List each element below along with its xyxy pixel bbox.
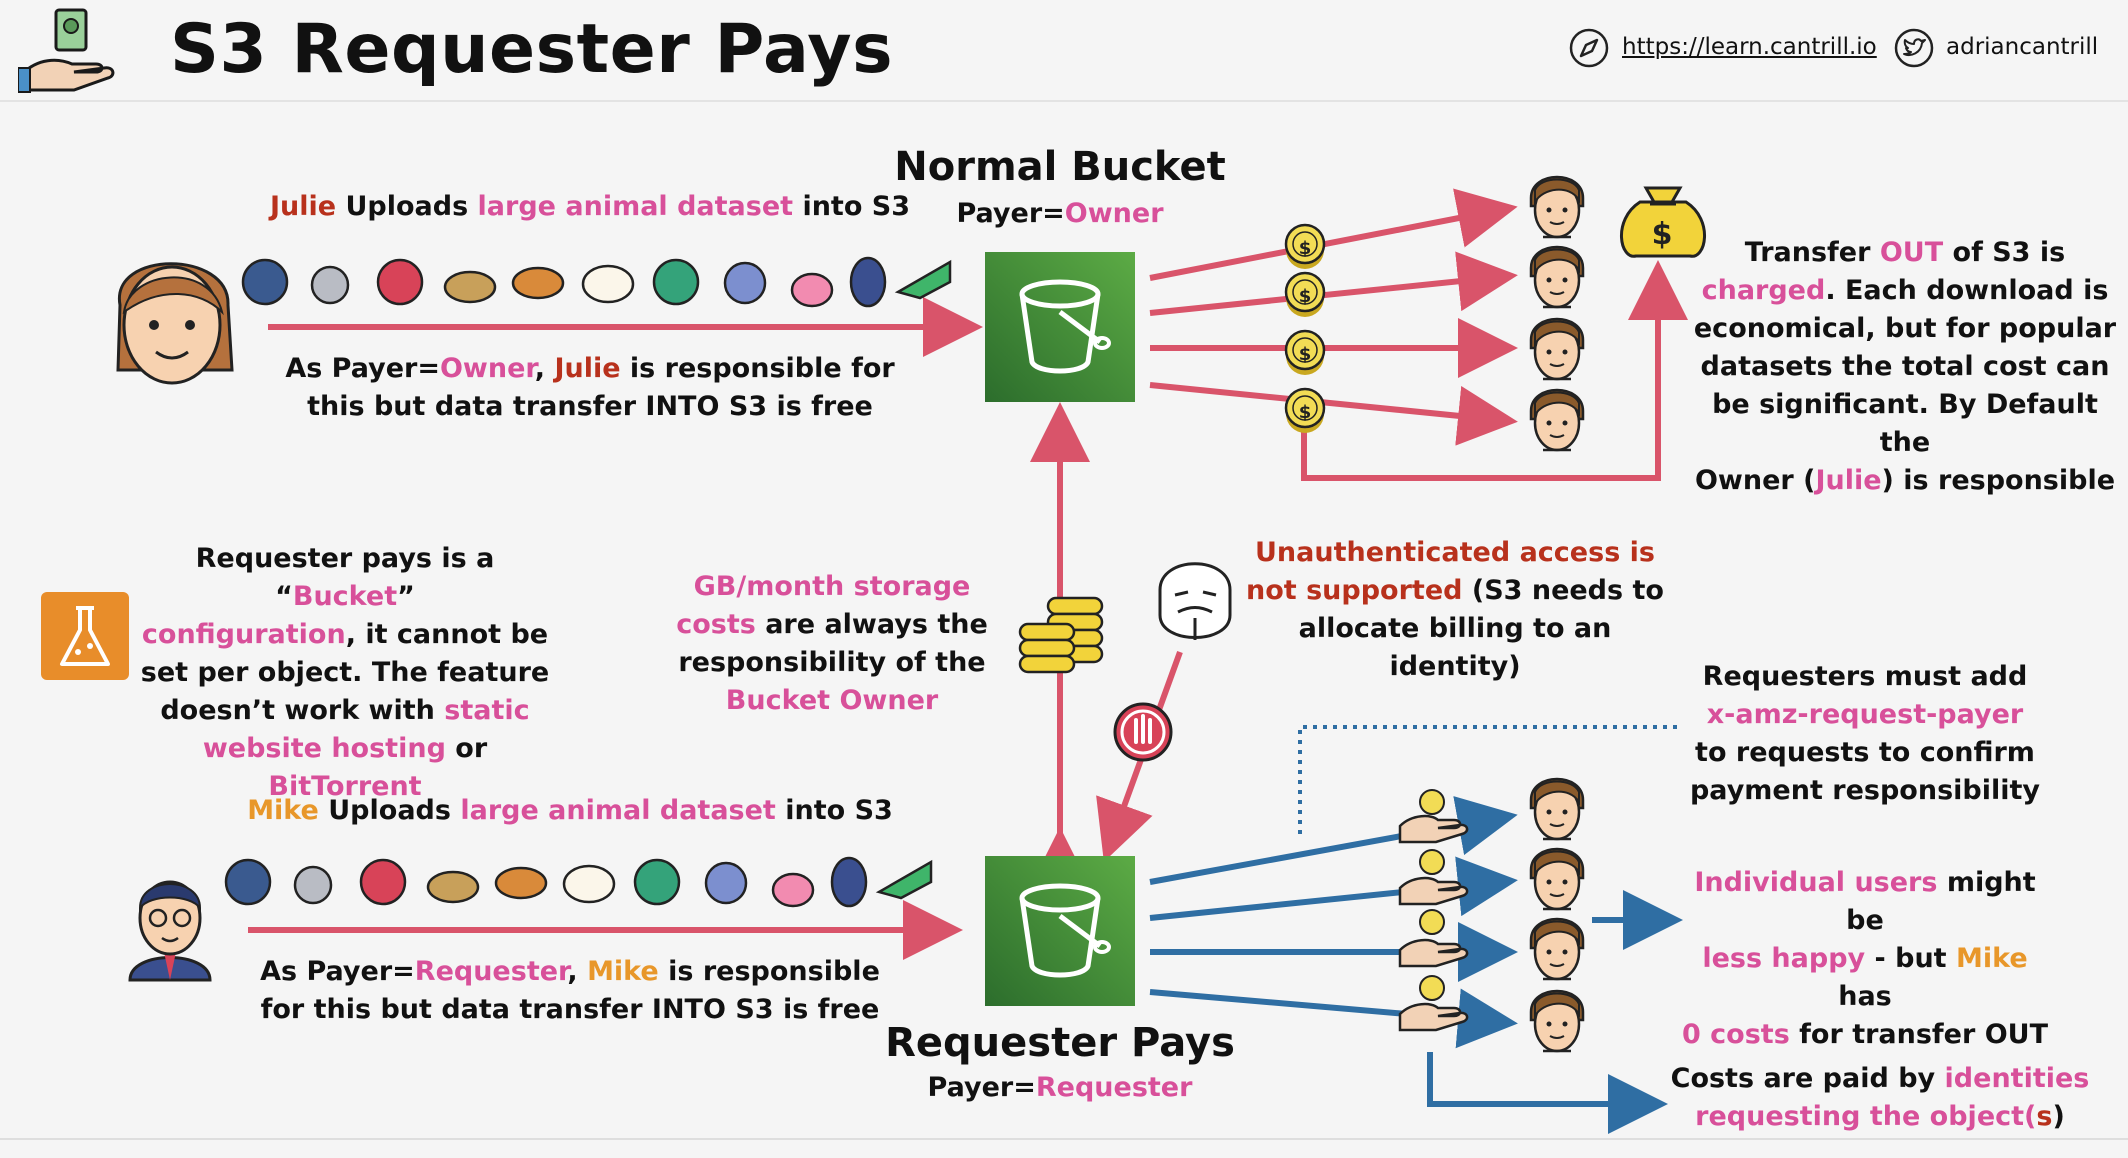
coin-stack-icon (1018, 596, 1104, 674)
compass-icon (1569, 28, 1609, 68)
animal-dataset-row (224, 856, 933, 908)
svg-text:$: $ (1652, 217, 1673, 252)
requester-person-icon (1529, 847, 1585, 911)
twitter-icon (1894, 28, 1934, 68)
requester-person-icon (1529, 777, 1585, 841)
downloader-person-icon (1529, 317, 1585, 381)
downloader-person-icon (1529, 388, 1585, 452)
normal-bucket-payer: Payer=Owner (956, 198, 1164, 229)
julie-avatar-icon (116, 262, 234, 385)
paying-hand-icon (1398, 814, 1469, 844)
coin-symbol: $ (1299, 238, 1312, 259)
costs-bracket-arrow (1427, 1052, 1668, 1134)
paying-hand-icon (1398, 876, 1469, 906)
twitter-handle[interactable]: adriancantrill (1946, 34, 2099, 60)
normal-bucket-title: Normal Bucket (894, 144, 1226, 190)
requester-person-icon (1529, 989, 1585, 1053)
bottom-rule (0, 1138, 2128, 1140)
unauth-note: Unauthenticated access is not supported … (1246, 537, 1664, 682)
transfer-out-note: Transfer OUT of S3 is charged. Each down… (1693, 237, 2117, 496)
download-arrow-4 (1149, 382, 1518, 446)
stop-hand-icon (1113, 702, 1173, 762)
page-title: S3 Requester Pays (170, 10, 894, 89)
paying-hand-icon (1398, 1002, 1469, 1032)
requester-bucket-icon (985, 856, 1135, 1006)
julie-upload-text: Julie Uploads large animal dataset into … (269, 191, 911, 222)
request-header-note: Requesters must add x-amz-request-payer … (1689, 661, 2040, 806)
coin-symbol: $ (1299, 344, 1312, 365)
money-bag-icon: $ (1620, 186, 1706, 258)
julie-responsibility-text: As Payer=Owner, Julie is responsible for… (285, 353, 895, 422)
requester-bucket-payer: Payer=Requester (927, 1072, 1193, 1103)
downloader-person-icon (1529, 175, 1585, 239)
money-hand-icon (18, 8, 115, 93)
anonymous-mask-icon (1158, 562, 1232, 640)
website-link[interactable]: https://learn.cantrill.io (1622, 34, 1877, 60)
mike-avatar-icon (128, 880, 212, 982)
downloader-person-icon (1529, 245, 1585, 309)
normal-bucket-icon (985, 252, 1135, 402)
paying-hand-icon (1398, 938, 1469, 968)
bucket-config-note: Requester pays is a “Bucket” configurati… (140, 543, 550, 802)
flask-config-icon (41, 592, 129, 680)
mike-responsibility-text: As Payer=Requester, Mike is responsible … (260, 956, 880, 1025)
requester-person-icon (1529, 917, 1585, 981)
requester-bucket-title: Requester Pays (885, 1020, 1235, 1066)
costs-paid-note: Costs are paid by identities requesting … (1670, 1063, 2090, 1132)
mike-upload-text: Mike Uploads large animal dataset into S… (247, 795, 893, 826)
coin-symbol: $ (1299, 286, 1312, 307)
coin-symbol: $ (1299, 402, 1312, 423)
animal-dataset-row (241, 256, 952, 308)
charge-bracket-arrow (1301, 260, 1688, 481)
storage-cost-note: GB/month storage costs are always the re… (676, 571, 988, 716)
individual-users-note: Individual users might be less happy - b… (1681, 867, 2048, 1050)
header-bar (0, 0, 2128, 102)
